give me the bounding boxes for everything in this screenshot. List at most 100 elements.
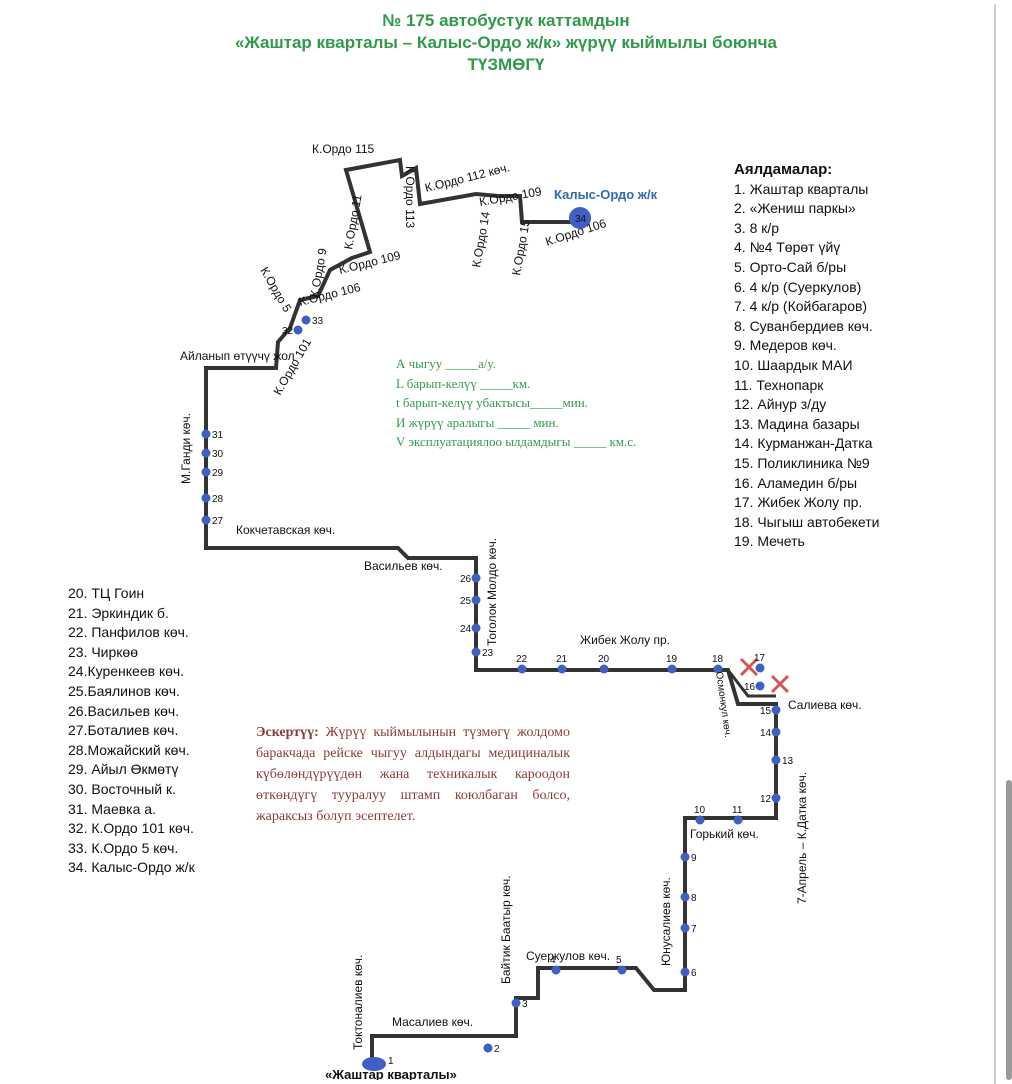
stop-number: 9 [691, 853, 697, 864]
stop-number: 12 [760, 794, 772, 805]
stop-list-item: 7. 4 к/р (Койбагаров) [734, 298, 868, 315]
stop-list-item: 32. К.Ордо 101 көч. [68, 820, 194, 837]
stop-list-item: 11. Технопарк [734, 376, 824, 393]
svg-text:34: 34 [575, 214, 587, 225]
stop-dot [680, 852, 690, 862]
stop-list-item: 30. Восточный к. [68, 780, 177, 797]
stop-dot [201, 429, 211, 439]
stop-number: 25 [460, 596, 472, 607]
stop-list-item: 14. Курманжан-Датка [734, 435, 873, 452]
street-label: К.Ордо 112 көч. [423, 160, 511, 195]
stop-list-item: 27.Боталиев көч. [68, 722, 179, 739]
stop-dot [771, 727, 781, 737]
stop-dot [201, 493, 211, 503]
stop-dot [713, 664, 723, 674]
stop-dot [733, 815, 743, 825]
stop-list-item: 3. 8 к/р [734, 219, 780, 236]
street-label: 7-Апрель – К.Датка көч. [795, 772, 809, 904]
destination-marker [569, 207, 591, 229]
stop-list-item: 16. Аламедин б/ры [734, 474, 858, 491]
stop-list-item: 23. Чиркөө [68, 643, 138, 660]
stop-list-item: 20. ТЦ Гоин [68, 585, 145, 601]
scrollbar[interactable] [1006, 780, 1012, 1080]
stop-list-item: 4. №4 Төрөт үйү [734, 239, 841, 256]
street-label: М.Ганди көч. [179, 413, 193, 484]
stop-list-item: 12. Айнур з/ду [734, 396, 827, 413]
stop-list-item: 10. Шаардык МАИ [734, 356, 853, 373]
route-line [204, 157, 778, 1062]
stop-number: 27 [212, 516, 224, 527]
stop-dot [680, 892, 690, 902]
stop-number: 29 [212, 468, 224, 479]
stop-number: 14 [760, 728, 772, 739]
street-label: К.Ордо 115 [312, 142, 375, 156]
stop-dot [471, 573, 481, 583]
stop-dot [201, 515, 211, 525]
stop-number: 20 [598, 654, 610, 665]
stop-dot [201, 448, 211, 458]
stop-number: 1 [388, 1056, 394, 1067]
scheme-word: ТҮЗМӨГҮ [467, 55, 545, 74]
street-label: Кокчетавская көч. [236, 523, 335, 537]
stop-dot [771, 793, 781, 803]
street-label: Жибек Жолу пр. [580, 633, 670, 647]
stop-dot [471, 647, 481, 657]
stop-dot [755, 663, 765, 673]
stop-number: 17 [754, 653, 766, 664]
stop-number: 7 [691, 924, 697, 935]
stop-list-item: 21. Эркиндик б. [68, 604, 169, 621]
street-label: К.Ордо 14 [469, 210, 493, 268]
stop-dot [511, 998, 521, 1008]
stop-dot [551, 965, 561, 975]
street-label: К.Ордо 109 [478, 184, 543, 209]
stop-number: 18 [712, 654, 724, 665]
stop-number: 5 [616, 955, 622, 966]
parameter-line: L барып-келүү _____км. [396, 375, 531, 391]
stop-number: 23 [482, 648, 494, 659]
stop-list-item: 13. Мадина базары [734, 415, 860, 432]
stop-number: 32 [282, 326, 294, 337]
stop-number: 22 [516, 654, 528, 665]
stop-dot [517, 664, 527, 674]
parameter-line: А чыгуу _____а/у. [396, 356, 496, 371]
stop-list-item: 5. Орто-Сай б/ры [734, 258, 847, 275]
stop-number: 16 [744, 682, 756, 693]
stop-dot [599, 664, 609, 674]
start-marker [362, 1057, 386, 1071]
stop-list-item: 25.Баялинов көч. [68, 682, 180, 699]
stop-dot [201, 467, 211, 477]
street-label: Горький көч. [690, 827, 759, 841]
stop-number: 3 [522, 999, 528, 1010]
stop-list-item: 22. Панфилов көч. [68, 624, 189, 641]
stop-list-item: 8. Суванбердиев көч. [734, 317, 873, 334]
stops-header: Аялдамалар: [734, 161, 833, 178]
stop-list-item: 6. 4 к/р (Суеркулов) [734, 278, 862, 295]
stop-dot [483, 1043, 493, 1053]
warning-label: Эскертүү: [256, 725, 319, 740]
stop-dot [680, 967, 690, 977]
stop-dot [695, 815, 705, 825]
stop-list-item: 17. Жибек Жолу пр. [734, 494, 863, 511]
stop-dot [680, 923, 690, 933]
stop-dot [755, 681, 765, 691]
parameter-line: И жүрүү аралыгы _____ мин. [396, 414, 559, 430]
stop-number: 31 [212, 430, 224, 441]
street-label: Юнусалиев көч. [659, 877, 673, 966]
street-label: Тоголок Молдо көч. [485, 538, 499, 646]
stop-list-item: 33. К.Ордо 5 көч. [68, 839, 179, 856]
route-name: «Жаштар кварталы – Калыс-Ордо ж/к» жүрүү… [234, 33, 778, 52]
parameter-line: t барып-келүү убактысы_____мин. [396, 395, 588, 410]
stop-list-item: 24.Куренкеев көч. [68, 663, 185, 680]
stop-number: 11 [732, 805, 743, 816]
stop-list-item: 9. Медеров көч. [734, 337, 837, 354]
stop-list-item: 1. Жаштар кварталы [734, 180, 869, 197]
stop-number: 28 [212, 494, 224, 505]
street-label: К.Ордо 15 [509, 218, 533, 276]
street-label: Байтик Баатыр көч. [499, 875, 513, 984]
stop-number: 19 [666, 654, 678, 665]
stop-dot [557, 664, 567, 674]
stop-number: 15 [760, 706, 772, 717]
